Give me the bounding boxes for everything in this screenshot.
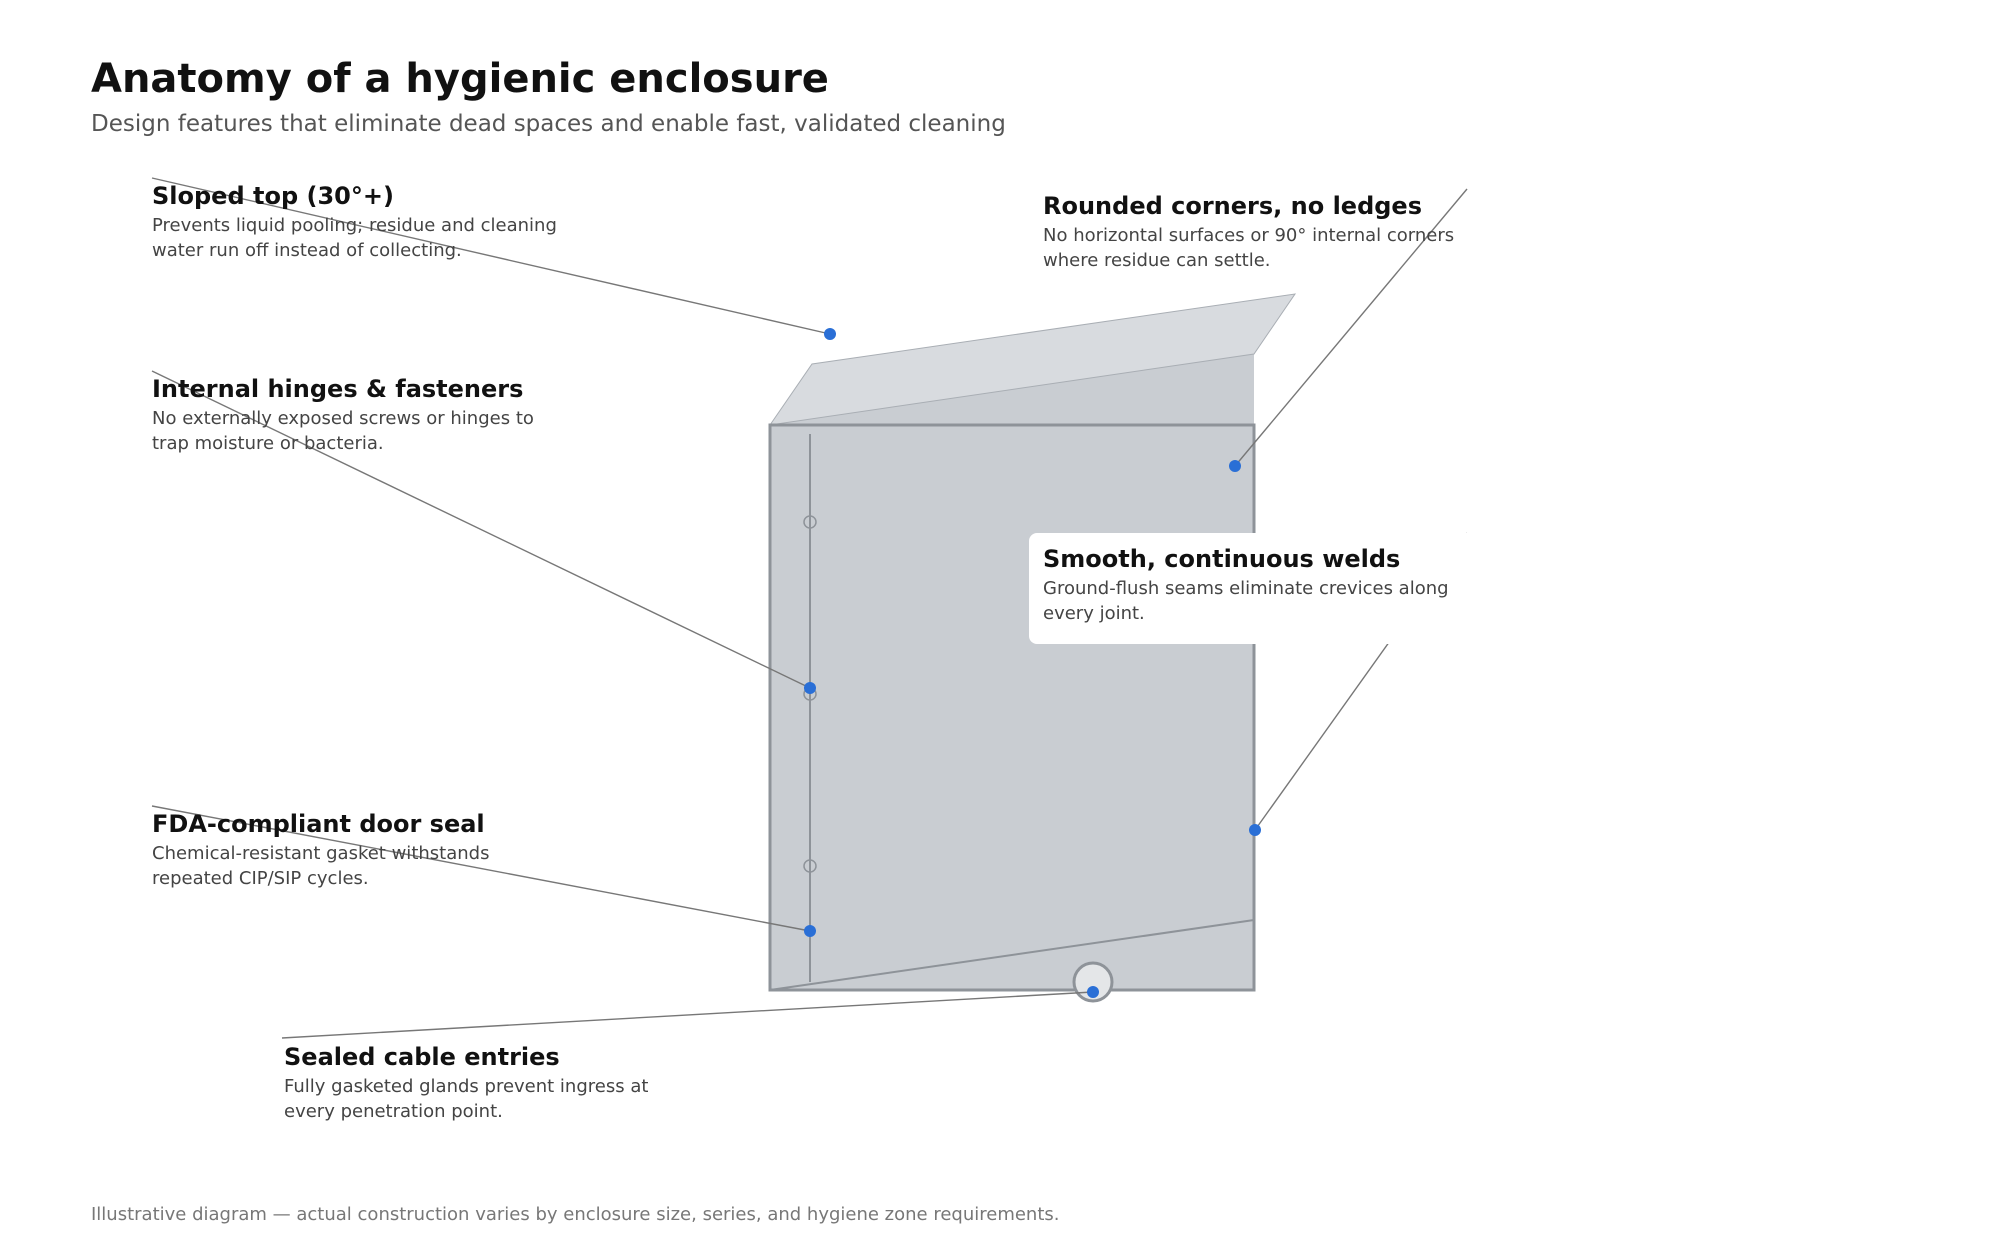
callout-smooth-welds: Smooth, continuous welds Ground-flush se… [1029,533,1487,644]
callout-title: Internal hinges & fasteners [152,375,524,403]
callout-description: Prevents liquid pooling; residue and cle… [152,215,557,261]
callout-sloped-top: Sloped top (30°+) Prevents liquid poolin… [152,182,592,263]
callout-description: No externally exposed screws or hinges t… [152,408,534,454]
callout-title: Sealed cable entries [284,1043,560,1071]
marker-cable-entries [1087,986,1099,998]
callout-description: No horizontal surfaces or 90° internal c… [1043,225,1455,271]
callout-title: Rounded corners, no ledges [1043,192,1422,220]
callout-title: FDA-compliant door seal [152,810,485,838]
callout-title: Smooth, continuous welds [1043,545,1401,573]
page-title: Anatomy of a hygienic enclosure [91,56,829,102]
marker-internal-hinges [804,682,816,694]
hinge-fastener [803,859,817,873]
marker-sloped-top [824,328,836,340]
callout-door-seal: FDA-compliant door seal Chemical-resista… [152,810,532,891]
leader-line-internal-hinges [151,370,811,689]
hinge-fastener [803,515,817,529]
page-subtitle: Design features that eliminate dead spac… [91,111,1006,137]
marker-smooth-welds [1249,824,1261,836]
leader-line-cable-entries [281,991,1094,1039]
callout-cable-entries: Sealed cable entries Fully gasketed glan… [284,1043,704,1124]
leader-line-sloped-top [151,177,831,335]
door-seal-edge [769,919,1255,991]
callout-rounded-corners: Rounded corners, no ledges No horizontal… [1043,192,1473,273]
callout-internal-hinges: Internal hinges & fasteners No externall… [152,375,562,456]
enclosure-sloped-top [768,293,1297,426]
leader-line-rounded-corners [1234,188,1468,467]
leader-line-door-seal [151,805,811,932]
marker-rounded-corners [1229,460,1241,472]
callout-description: Chemical-resistant gasket withstands rep… [152,843,490,889]
cable-gland [1072,961,1114,1003]
callout-description: Fully gasketed glands prevent ingress at… [284,1076,649,1122]
callout-description: Ground-flush seams eliminate crevices al… [1043,578,1449,624]
footnote: Illustrative diagram — actual constructi… [91,1204,1060,1225]
enclosure-door [768,423,1256,992]
callout-title: Sloped top (30°+) [152,182,394,210]
marker-door-seal [804,925,816,937]
